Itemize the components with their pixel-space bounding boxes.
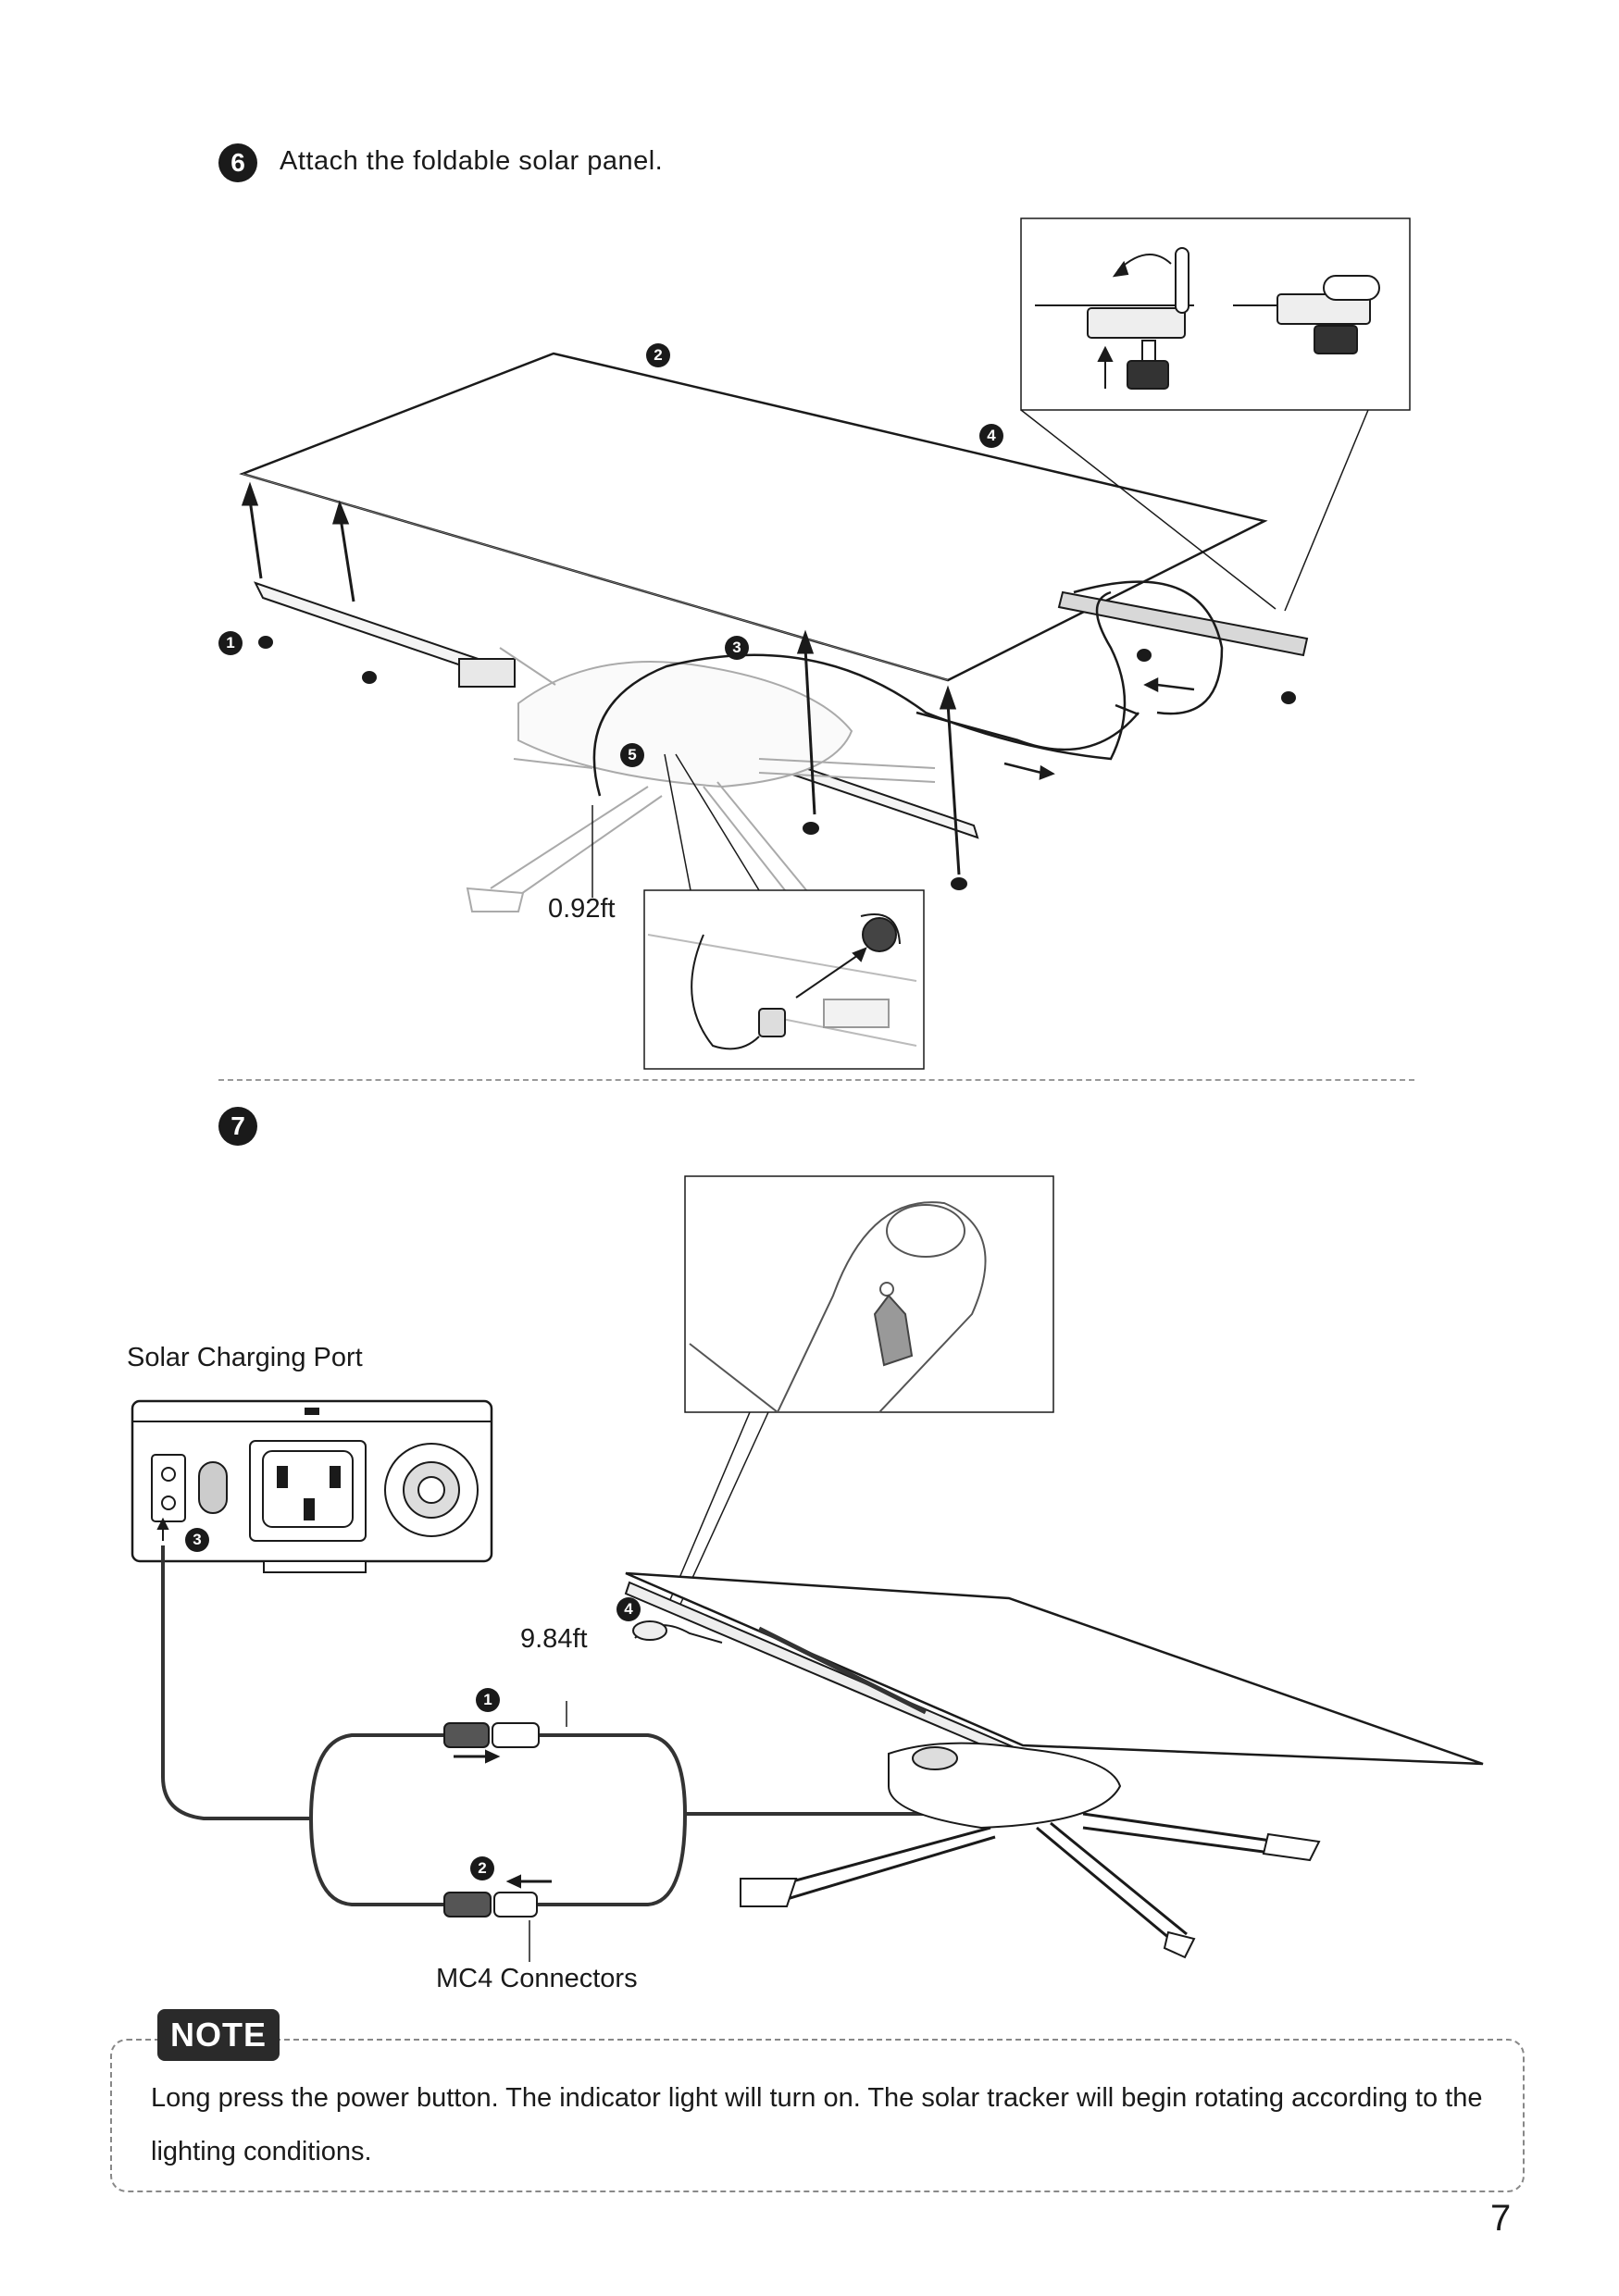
callout-6-5: 5 xyxy=(620,743,644,767)
inset-cable-detail-step6 xyxy=(643,753,925,1070)
cables-step6 xyxy=(592,580,1224,898)
page-number: 7 xyxy=(1490,2198,1512,2239)
knobs-step6 xyxy=(258,636,1296,890)
step-6-instruction: Attach the foldable solar panel. xyxy=(280,146,664,176)
inset-mount-detail-step6 xyxy=(1020,217,1411,612)
wiring-step7 xyxy=(161,1545,926,1906)
callout-7-3: 3 xyxy=(185,1528,209,1552)
section-divider xyxy=(218,1079,1414,1081)
solar-tracker-assembled xyxy=(624,1571,1484,1959)
callout-6-1: 1 xyxy=(218,631,243,655)
mc4-connectors xyxy=(443,1701,567,1962)
cable-length-step6: 0.92ft xyxy=(548,894,616,924)
inset-power-button-step7 xyxy=(666,1175,1054,1611)
callout-6-4: 4 xyxy=(979,424,1003,448)
solar-charging-port-label: Solar Charging Port xyxy=(127,1343,363,1372)
callout-6-2: 2 xyxy=(646,343,670,367)
mc4-connectors-label: MC4 Connectors xyxy=(436,1964,638,1993)
callout-7-1: 1 xyxy=(476,1688,500,1712)
note-box xyxy=(110,2039,1525,2192)
power-station-front xyxy=(131,1399,493,1573)
callout-6-3: 3 xyxy=(725,636,749,660)
mount-arrows-step6 xyxy=(241,481,961,875)
note-tag: NOTE xyxy=(157,2009,280,2061)
step-6-badge: 6 xyxy=(218,143,257,182)
solar-panel-step6 xyxy=(239,352,1268,682)
note-text: Long press the power button. The indicat… xyxy=(151,2083,1483,2166)
tracker-frame-step6 xyxy=(466,647,936,917)
callout-7-4: 4 xyxy=(616,1597,641,1621)
step-7-badge: 7 xyxy=(218,1107,257,1146)
cable-length-step7: 9.84ft xyxy=(520,1624,588,1654)
callout-7-2: 2 xyxy=(470,1856,494,1880)
